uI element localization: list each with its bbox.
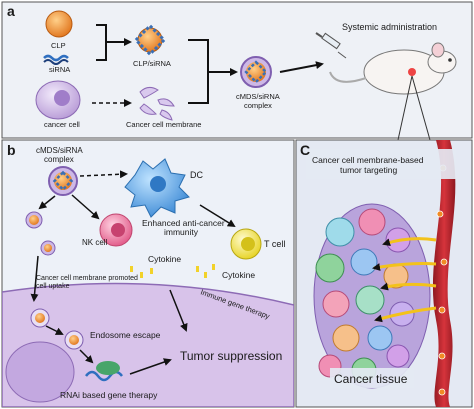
endosome-escape-label: Endosome escape bbox=[90, 330, 161, 340]
cmds-label-line2: complex bbox=[244, 101, 272, 110]
arrow-complex-down bbox=[38, 195, 56, 210]
blood-vessel bbox=[432, 140, 456, 407]
clp-label: CLP bbox=[51, 41, 66, 50]
cancer-tissue-label-bg bbox=[330, 368, 414, 388]
membrane-fragments-icon bbox=[139, 86, 175, 121]
endosome-icon bbox=[30, 308, 50, 328]
mouse-icon bbox=[329, 42, 457, 95]
tumor-mass bbox=[313, 203, 431, 389]
sirna-label: siRNA bbox=[49, 65, 70, 74]
cytokine-dots bbox=[130, 264, 215, 278]
targeting-label-line1: Cancer cell membrane-based bbox=[312, 155, 424, 165]
cancer-cell-nucleus bbox=[5, 341, 75, 403]
b-cmds-complex-icon bbox=[48, 166, 78, 196]
t-cell-label: T cell bbox=[264, 239, 285, 249]
targeting-arrows bbox=[372, 237, 437, 323]
cytokine-top-label: Cytokine bbox=[148, 254, 181, 264]
cancer-cell-label: cancer cell bbox=[44, 120, 80, 129]
targeting-label-bg bbox=[306, 149, 456, 179]
enhanced-immunity-line1: Enhanced anti-cancer bbox=[142, 218, 225, 228]
panel-c-letter: C bbox=[300, 142, 310, 158]
arrow-to-mouse bbox=[279, 61, 324, 73]
callout-line-left bbox=[397, 75, 413, 141]
b-cmds-label-line2: complex bbox=[44, 155, 74, 164]
uptake-label-line1: Cancer cell membrane promoted bbox=[36, 275, 138, 282]
dc-cell-icon bbox=[124, 158, 190, 218]
targeting-label-line2: tumor targeting bbox=[340, 165, 397, 175]
risc-rna-icon bbox=[85, 361, 123, 382]
arrow-to-uptake bbox=[30, 255, 39, 302]
cytokine-bottom-label: Cytokine bbox=[222, 270, 255, 280]
enhanced-immunity-line2: immunity bbox=[164, 227, 199, 237]
clp-sirna-label: CLP/siRNA bbox=[133, 59, 171, 68]
cancer-cell-body bbox=[2, 282, 294, 407]
tumor-suppression-label: Tumor suppression bbox=[180, 349, 282, 363]
panel-c: C Cancer cell membrane-based tumor targe… bbox=[295, 139, 473, 408]
small-complex-1 bbox=[25, 211, 43, 229]
dc-label: DC bbox=[190, 170, 203, 180]
arrow-dc-to-tcell bbox=[199, 204, 236, 228]
panel-b-letter: b bbox=[7, 142, 16, 158]
cancer-cell-icon bbox=[35, 80, 81, 120]
syringe-icon bbox=[315, 32, 347, 59]
nk-cell-icon bbox=[99, 213, 133, 247]
callout-line-right bbox=[411, 75, 431, 141]
arrow-to-escape bbox=[45, 325, 64, 335]
arrow-rnai-to-tumor bbox=[129, 358, 172, 375]
cmds-label-line1: cMDS/siRNA bbox=[236, 92, 280, 101]
cancer-tissue-label: Cancer tissue bbox=[334, 372, 408, 386]
cancer-cell-membrane-label: Cancer cell membrane bbox=[126, 120, 201, 129]
rnai-label: RNAi based gene therapy bbox=[60, 390, 158, 400]
arrow-complex-to-dc bbox=[79, 170, 128, 179]
arrow-to-rnai bbox=[79, 349, 94, 364]
sirna-icon bbox=[43, 54, 69, 65]
panel-a: a CLP siRNA CLP/siRNA cancer cell bbox=[1, 1, 473, 141]
cmds-sirna-complex-icon bbox=[240, 56, 272, 88]
panel-b: b cMDS/siRNA complex DC NK cell Enhanced… bbox=[1, 139, 295, 408]
uptake-label-line2: cell uptake bbox=[36, 283, 70, 290]
arrow-complex-to-nk bbox=[71, 194, 100, 220]
escaped-complex-icon bbox=[64, 330, 84, 350]
small-complex-2 bbox=[40, 240, 56, 256]
t-cell-icon bbox=[230, 228, 262, 260]
panel-a-letter: a bbox=[7, 3, 15, 19]
arrow-immune-to-tumor bbox=[169, 289, 188, 332]
nk-cell-label: NK cell bbox=[82, 238, 108, 247]
systemic-administration-label: Systemic administration bbox=[342, 22, 437, 32]
clp-sirna-complex-icon bbox=[133, 23, 167, 57]
b-cmds-label-line1: cMDS/siRNA bbox=[36, 146, 83, 155]
clp-particle-icon bbox=[45, 10, 73, 38]
